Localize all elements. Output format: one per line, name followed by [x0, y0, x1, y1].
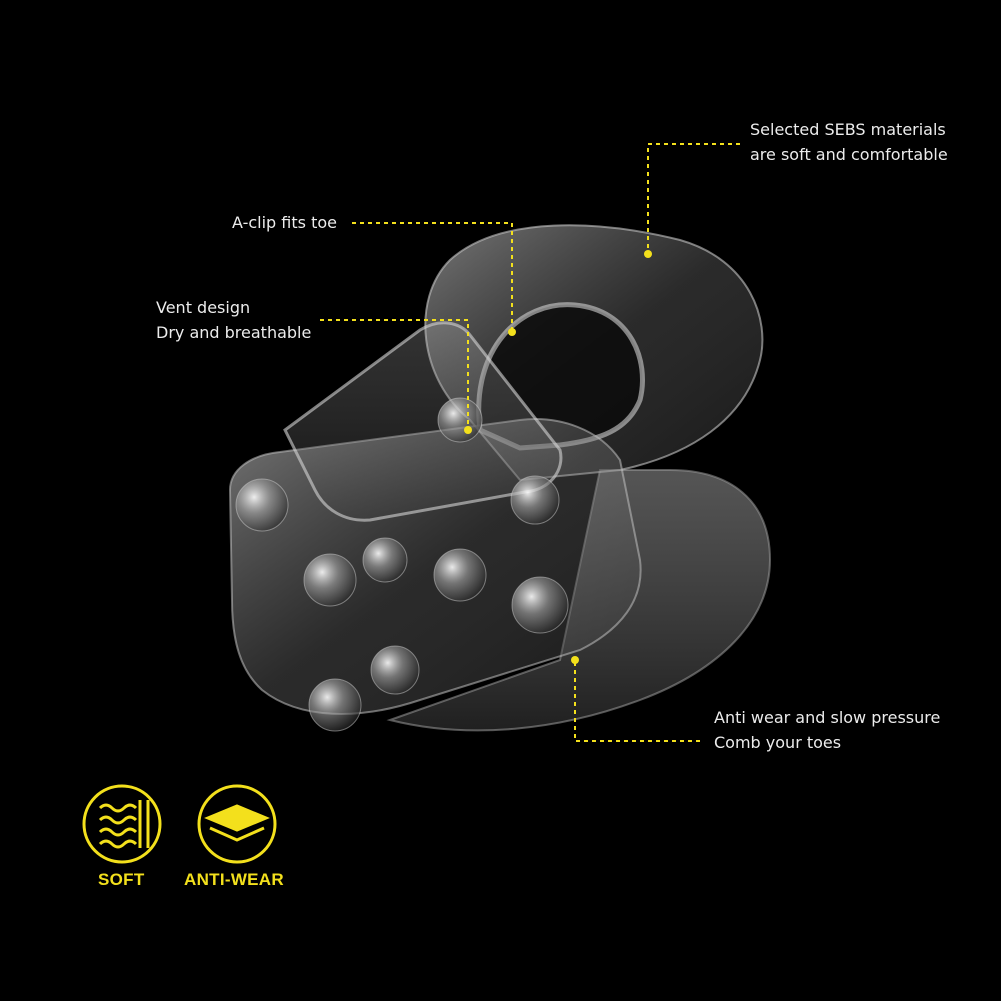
callout-sebs-line1: Selected SEBS materials [750, 120, 946, 139]
massage-beads [235, 397, 569, 732]
callout-antiwear-line2: Comb your toes [714, 733, 842, 752]
callout-line-aclip [352, 222, 513, 330]
callout-vent-line1: Vent design [156, 298, 251, 317]
layers-icon [197, 784, 277, 864]
badge-antiwear-label: ANTI-WEAR [184, 870, 284, 889]
callout-antiwear-line1: Anti wear and slow pressure [714, 708, 941, 727]
callout-line-antiwear [574, 662, 700, 742]
callout-sebs-line2: are soft and comfortable [750, 145, 948, 164]
wavy-lines-icon [82, 784, 162, 864]
callout-antiwear: Anti wear and slow pressure Comb your to… [714, 705, 940, 755]
callout-aclip-line1: A-clip fits toe [232, 213, 337, 232]
callout-dot-antiwear [571, 656, 579, 664]
callout-dot-sebs [644, 250, 652, 258]
a-clip-arm [283, 321, 563, 522]
callout-sebs: Selected SEBS materials are soft and com… [750, 117, 948, 167]
callout-line-vent [320, 319, 469, 428]
callout-dot-aclip [508, 328, 516, 336]
callout-vent: Vent design Dry and breathable [156, 295, 311, 345]
callout-line-sebs [647, 143, 740, 252]
callout-aclip: A-clip fits toe [232, 210, 337, 235]
badge-soft-label: SOFT [98, 870, 145, 889]
callout-dot-vent [464, 426, 472, 434]
callout-vent-line2: Dry and breathable [156, 323, 312, 342]
